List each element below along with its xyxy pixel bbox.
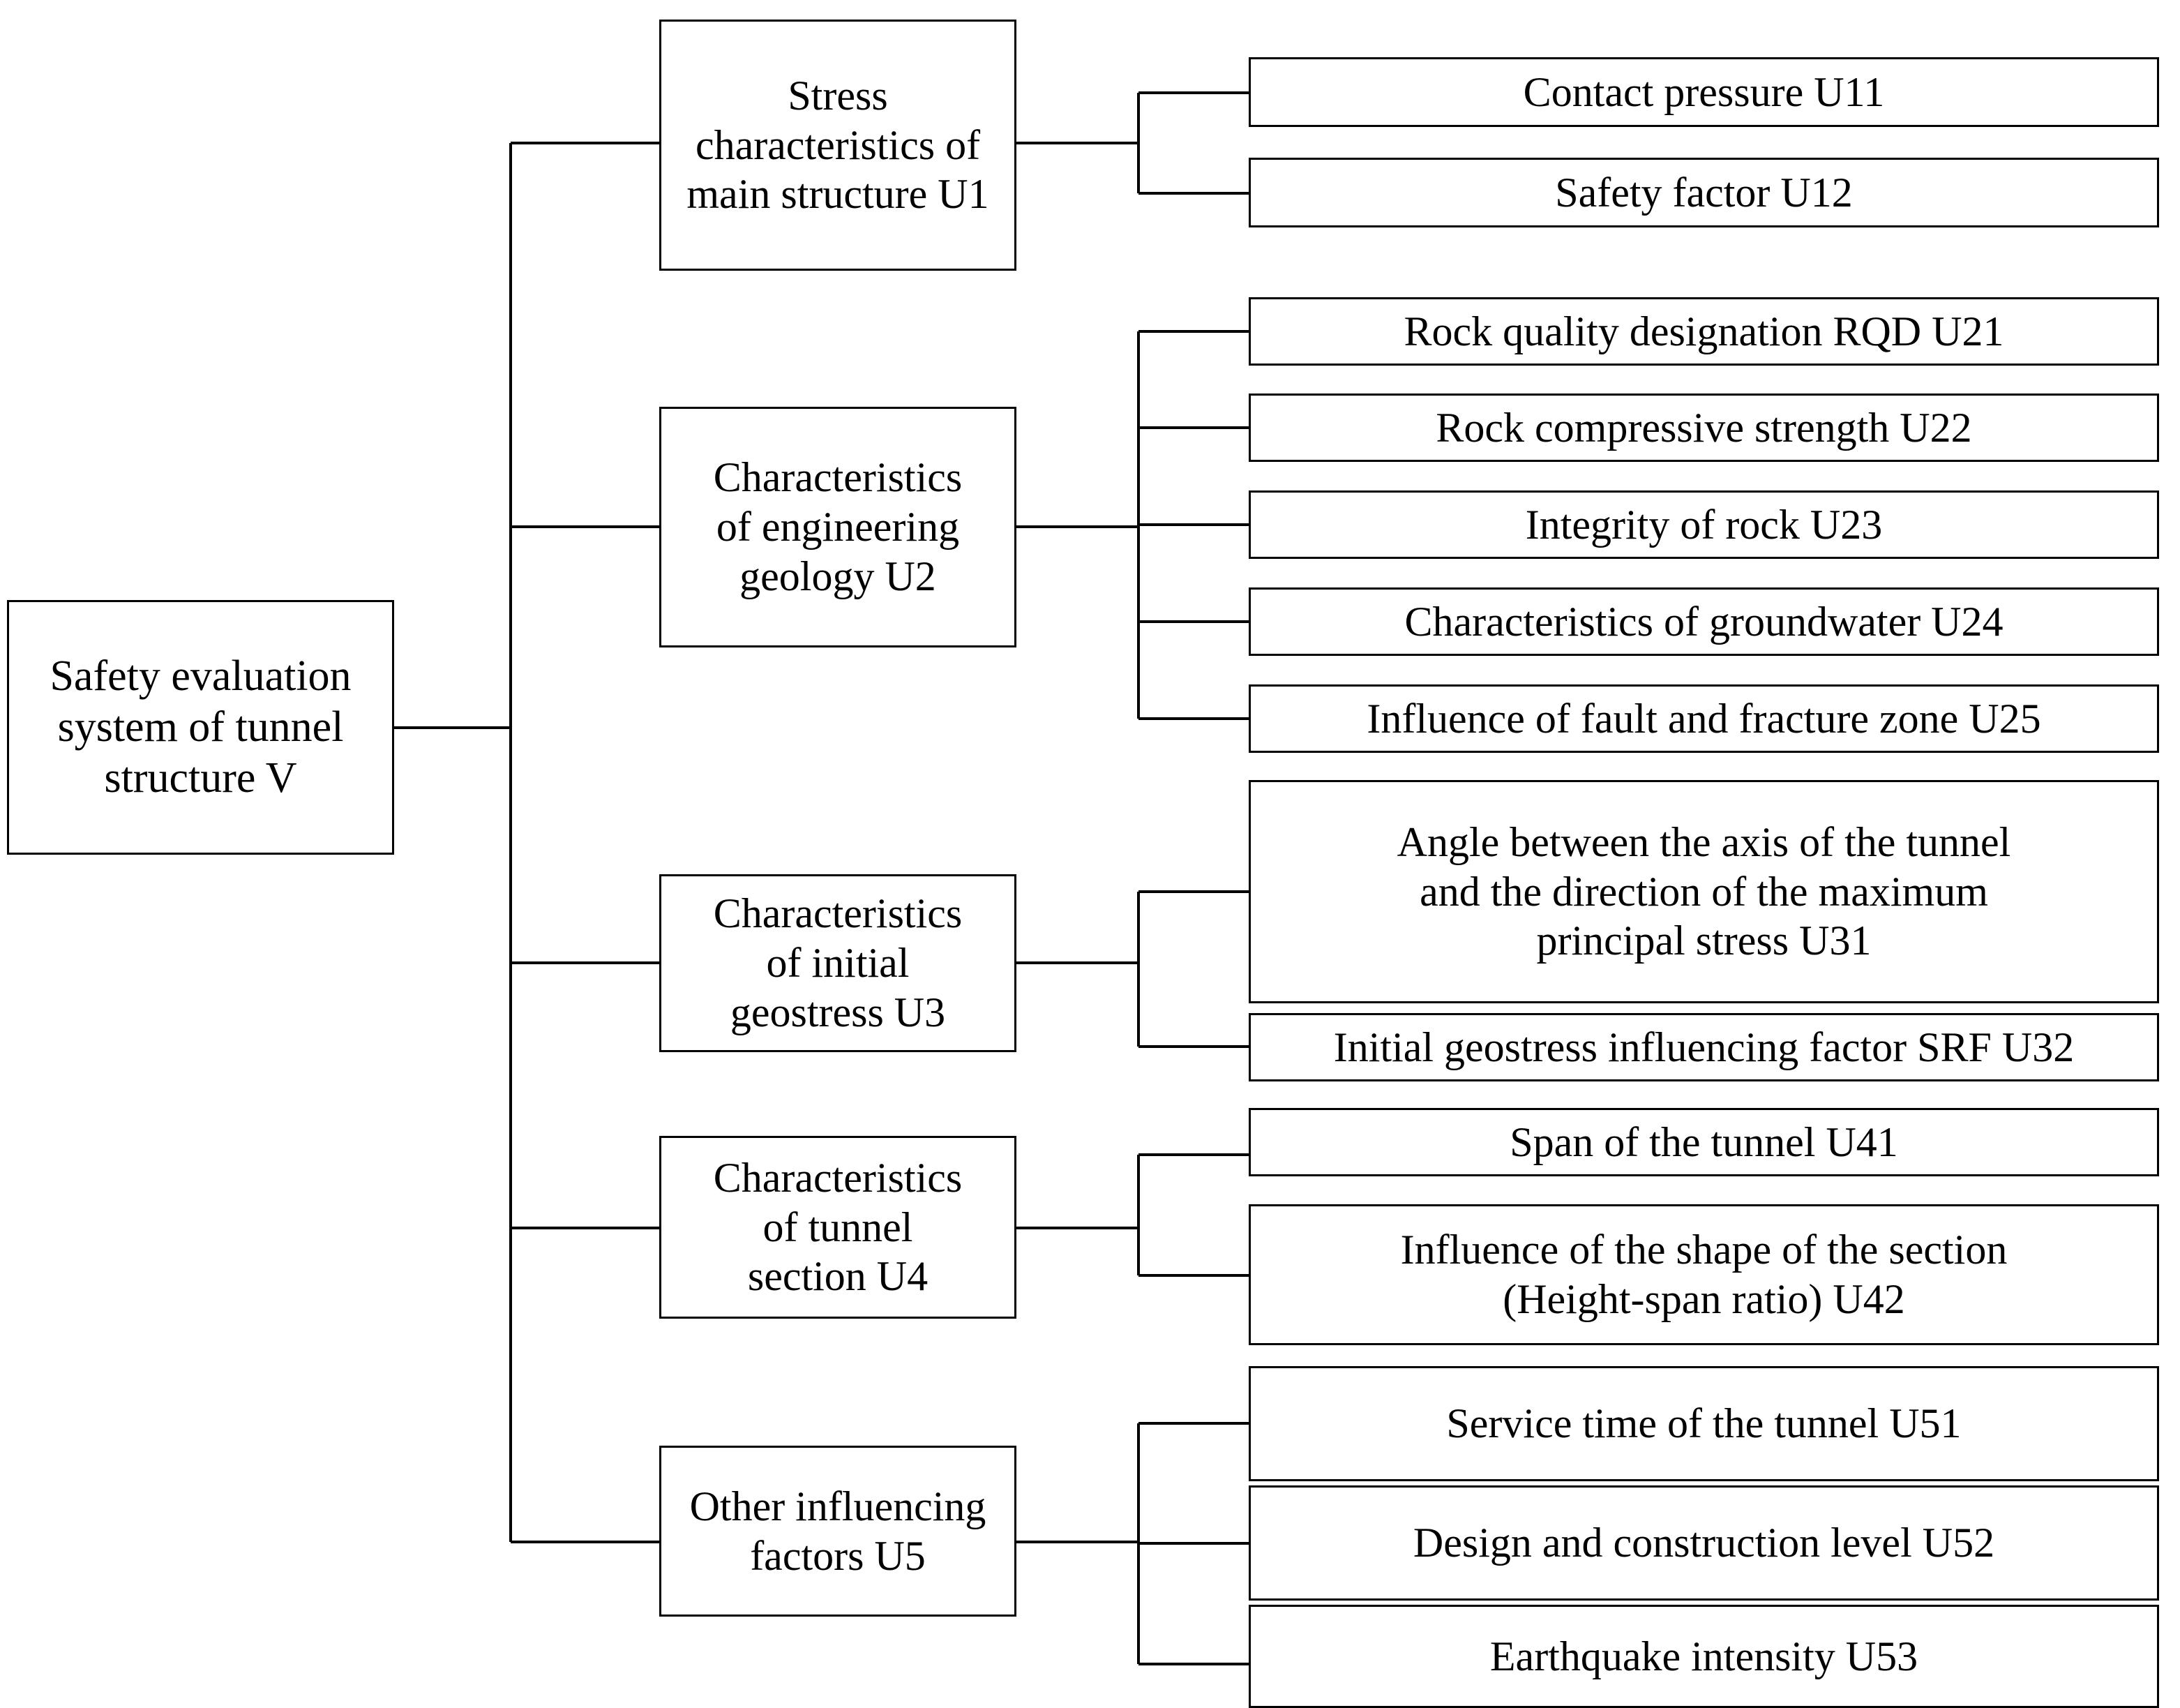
indicator-node-u24[interactable]: Characteristics of groundwater U24 xyxy=(1249,587,2159,656)
indicator-node-u31[interactable]: Angle between the axis of the tunnel and… xyxy=(1249,780,2159,1003)
indicator-node-u11[interactable]: Contact pressure U11 xyxy=(1249,57,2159,127)
criterion-label-u2: Characteristics of engineering geology U… xyxy=(713,454,963,599)
indicator-label-u22: Rock compressive strength U22 xyxy=(1436,404,1972,451)
indicator-label-u51: Service time of the tunnel U51 xyxy=(1446,1400,1962,1447)
indicator-node-u42[interactable]: Influence of the shape of the section (H… xyxy=(1249,1204,2159,1345)
indicator-label-u31: Angle between the axis of the tunnel and… xyxy=(1397,818,2011,964)
criterion-node-u1[interactable]: Stress characteristics of main structure… xyxy=(659,20,1016,271)
criterion-node-u2[interactable]: Characteristics of engineering geology U… xyxy=(659,407,1016,647)
root-node-label: Safety evaluation system of tunnel struc… xyxy=(50,652,352,802)
indicator-node-u21[interactable]: Rock quality designation RQD U21 xyxy=(1249,297,2159,366)
criterion-label-u3: Characteristics of initial geostress U3 xyxy=(713,890,963,1035)
indicator-node-u22[interactable]: Rock compressive strength U22 xyxy=(1249,394,2159,462)
indicator-label-u42: Influence of the shape of the section (H… xyxy=(1400,1227,2008,1322)
indicator-label-u23: Integrity of rock U23 xyxy=(1525,501,1883,548)
indicator-label-u12: Safety factor U12 xyxy=(1555,169,1853,216)
indicator-label-u53: Earthquake intensity U53 xyxy=(1489,1633,1918,1679)
criterion-label-u5: Other influencing factors U5 xyxy=(689,1483,986,1579)
indicator-label-u41: Span of the tunnel U41 xyxy=(1510,1118,1898,1165)
indicator-node-u51[interactable]: Service time of the tunnel U51 xyxy=(1249,1366,2159,1481)
indicator-label-u52: Design and construction level U52 xyxy=(1413,1520,1995,1566)
indicator-node-u53[interactable]: Earthquake intensity U53 xyxy=(1249,1605,2159,1708)
indicator-node-u52[interactable]: Design and construction level U52 xyxy=(1249,1485,2159,1601)
criterion-label-u4: Characteristics of tunnel section U4 xyxy=(713,1154,963,1300)
criterion-node-u5[interactable]: Other influencing factors U5 xyxy=(659,1446,1016,1617)
indicator-node-u12[interactable]: Safety factor U12 xyxy=(1249,158,2159,227)
indicator-label-u21: Rock quality designation RQD U21 xyxy=(1404,308,2004,354)
indicator-label-u11: Contact pressure U11 xyxy=(1523,68,1885,115)
criterion-node-u3[interactable]: Characteristics of initial geostress U3 xyxy=(659,874,1016,1052)
indicator-node-u25[interactable]: Influence of fault and fracture zone U25 xyxy=(1249,684,2159,753)
indicator-node-u32[interactable]: Initial geostress influencing factor SRF… xyxy=(1249,1013,2159,1081)
indicator-label-u25: Influence of fault and fracture zone U25 xyxy=(1367,695,2041,742)
indicator-label-u24: Characteristics of groundwater U24 xyxy=(1404,598,2004,645)
criterion-label-u1: Stress characteristics of main structure… xyxy=(686,72,989,218)
root-node[interactable]: Safety evaluation system of tunnel struc… xyxy=(7,600,394,855)
criterion-node-u4[interactable]: Characteristics of tunnel section U4 xyxy=(659,1136,1016,1319)
indicator-node-u41[interactable]: Span of the tunnel U41 xyxy=(1249,1108,2159,1176)
indicator-label-u32: Initial geostress influencing factor SRF… xyxy=(1333,1024,2075,1070)
indicator-node-u23[interactable]: Integrity of rock U23 xyxy=(1249,490,2159,559)
